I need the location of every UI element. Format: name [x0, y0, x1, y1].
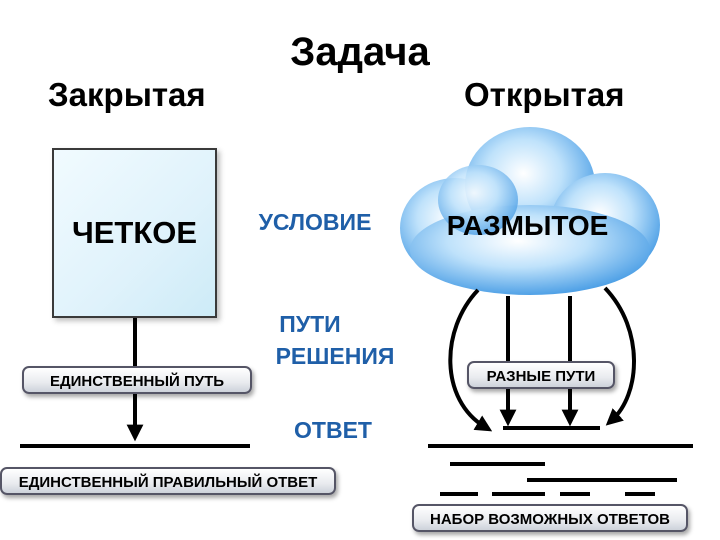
answer-set-tag: НАБОР ВОЗМОЖНЫХ ОТВЕТОВ: [412, 504, 688, 532]
condition-label: УСЛОВИЕ: [258, 209, 372, 235]
cloud-condition-label: РАЗМЫТОЕ: [446, 210, 609, 241]
paths-label-line2: РЕШЕНИЯ: [275, 343, 395, 369]
clear-condition-label: ЧЕТКОЕ: [71, 215, 198, 250]
open-heading: Открытая: [464, 76, 625, 113]
answer-label: ОТВЕТ: [294, 417, 372, 443]
single-path-tag: ЕДИНСТВЕННЫЙ ПУТЬ: [22, 366, 252, 394]
page-title: Задача: [290, 30, 430, 74]
single-answer-tag: ЕДИНСТВЕННЫЙ ПРАВИЛЬНЫЙ ОТВЕТ: [0, 467, 336, 495]
open-curve-arrow-left: [448, 288, 493, 432]
cloud-shape: [400, 127, 660, 295]
paths-label-line1: ПУТИ: [279, 311, 341, 337]
closed-heading: Закрытая: [48, 76, 206, 113]
clear-condition-box: [52, 148, 217, 318]
various-paths-tag: РАЗНЫЕ ПУТИ: [467, 361, 615, 389]
open-curve-arrow-right: [603, 286, 636, 426]
open-answer-lines: [428, 426, 693, 496]
